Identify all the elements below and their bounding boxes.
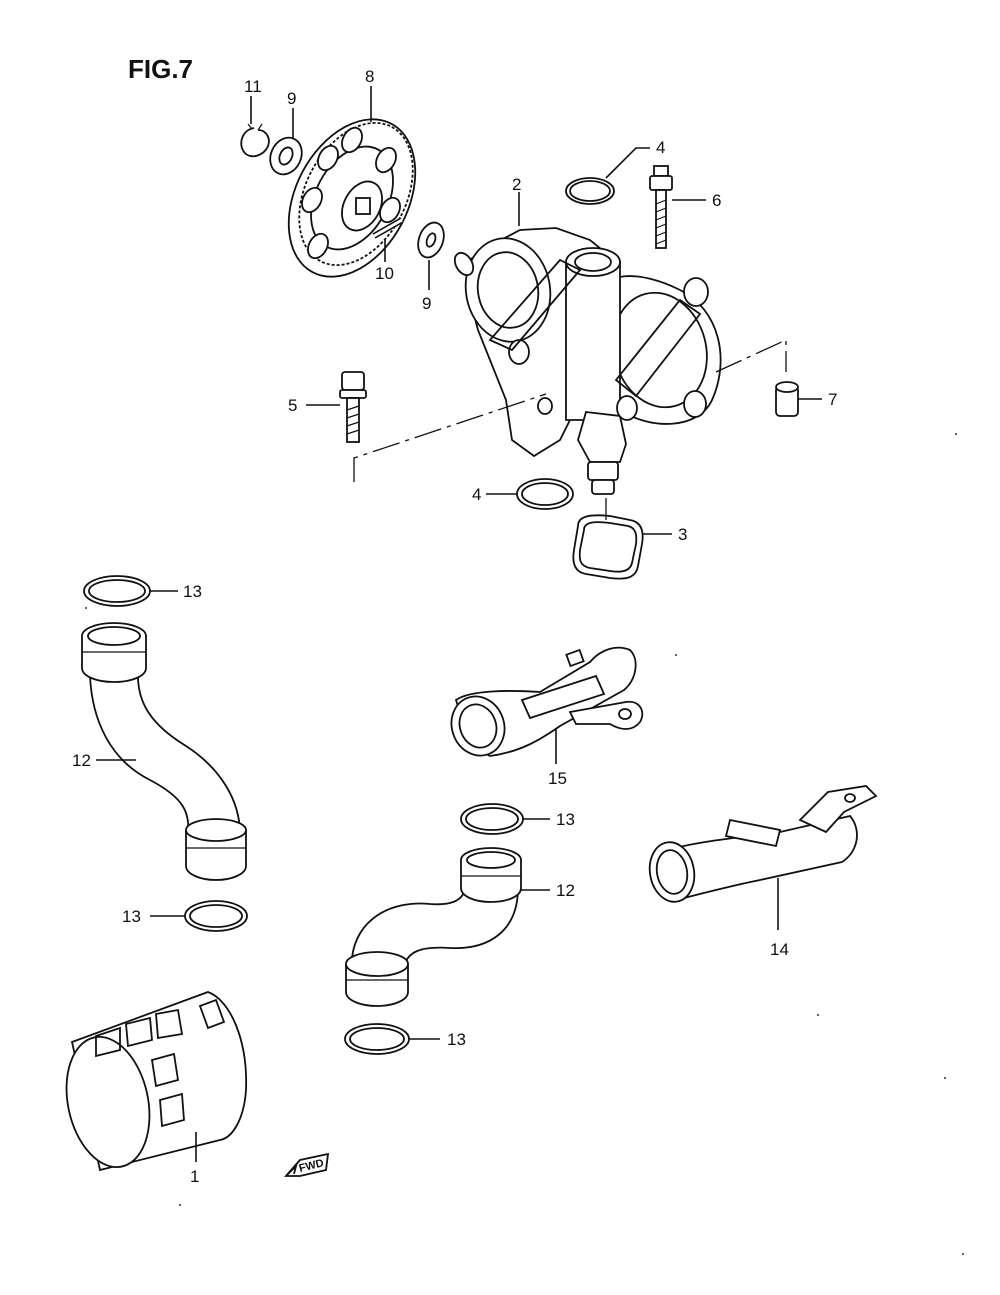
o-ring-part-4-lower (516, 478, 574, 510)
oil-pipe-part-12-b (345, 847, 522, 1007)
bolt-part-6 (649, 165, 673, 249)
callout-2: 2 (512, 175, 521, 194)
washer-part-9-lower (417, 221, 445, 259)
o-ring-part-13-a (83, 575, 151, 607)
fwd-label: FWD (298, 1157, 325, 1175)
circlip-part-11 (240, 123, 270, 158)
callout-13-d: 13 (447, 1030, 466, 1049)
callout-10: 10 (375, 264, 394, 283)
callout-6: 6 (712, 191, 721, 210)
callout-12-b: 12 (556, 881, 575, 900)
pin-part-10 (372, 217, 404, 239)
leader-4-top (605, 147, 650, 179)
callout-13-c: 13 (556, 810, 575, 829)
oil-pipe-part-12-a (81, 622, 247, 881)
callout-9-lower: 9 (422, 294, 431, 313)
callout-12-a: 12 (72, 751, 91, 770)
oil-pipe-part-14 (648, 785, 878, 903)
callout-4-lower: 4 (472, 485, 481, 504)
pump-gear-part-8 (287, 118, 417, 278)
callout-14: 14 (770, 940, 789, 959)
o-ring-part-13-c (460, 803, 524, 835)
oil-filter-part-1 (65, 991, 247, 1172)
o-ring-part-13-b (184, 900, 248, 932)
callout-8: 8 (365, 67, 374, 86)
callout-7: 7 (828, 390, 837, 409)
o-ring-part-13-d (344, 1023, 410, 1055)
scan-specks (85, 433, 964, 1255)
dowel-part-7 (775, 381, 799, 417)
oil-pipe-part-15 (450, 646, 644, 757)
callout-13-a: 13 (183, 582, 202, 601)
bolt-part-5 (339, 371, 367, 443)
oil-pump-part-2 (453, 227, 722, 495)
figure-title: FIG.7 (128, 54, 193, 84)
callout-15: 15 (548, 769, 567, 788)
callout-9-top: 9 (287, 89, 296, 108)
gasket-part-3 (572, 514, 644, 580)
assembly-line-5 (353, 393, 547, 482)
callout-11: 11 (244, 77, 262, 96)
o-ring-part-4-top (565, 177, 615, 205)
callout-1: 1 (190, 1167, 199, 1186)
forward-direction-badge: FWD (284, 1152, 330, 1177)
callout-13-b: 13 (122, 907, 141, 926)
callout-4-top: 4 (656, 138, 665, 157)
callout-5: 5 (288, 396, 297, 415)
callout-3: 3 (678, 525, 687, 544)
washer-part-9-top (269, 136, 303, 176)
assembly-line-7 (715, 338, 787, 373)
